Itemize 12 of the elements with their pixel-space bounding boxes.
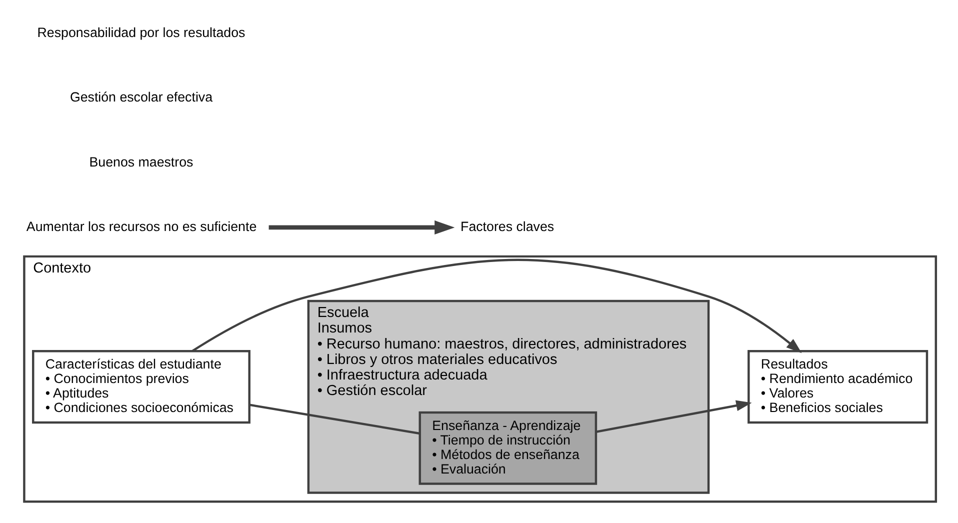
label: Responsabilidad por los resultados	[36, 24, 245, 40]
arrow	[268, 220, 454, 234]
arrow	[595, 400, 752, 432]
node-box: Enseñanza - Aprendizaje • Tiempo de instrucción • Métodos de enseñanza • Evaluación	[418, 410, 597, 484]
arrow	[191, 258, 802, 353]
label: Gestión escolar efectiva	[69, 89, 212, 104]
node-box: Resultados • Rendimiento académico • Valores • Beneficios sociales	[747, 350, 928, 424]
node-text: Factores claves	[460, 218, 554, 234]
node-text: Aumentar los recursos no es suficiente	[26, 218, 256, 234]
label: Buenos maestros	[88, 154, 193, 169]
node-box: Características del estudiante • Conocimientos previos • Aptitudes • Condiciones socioeconómicas	[32, 350, 250, 424]
connector	[249, 403, 420, 434]
